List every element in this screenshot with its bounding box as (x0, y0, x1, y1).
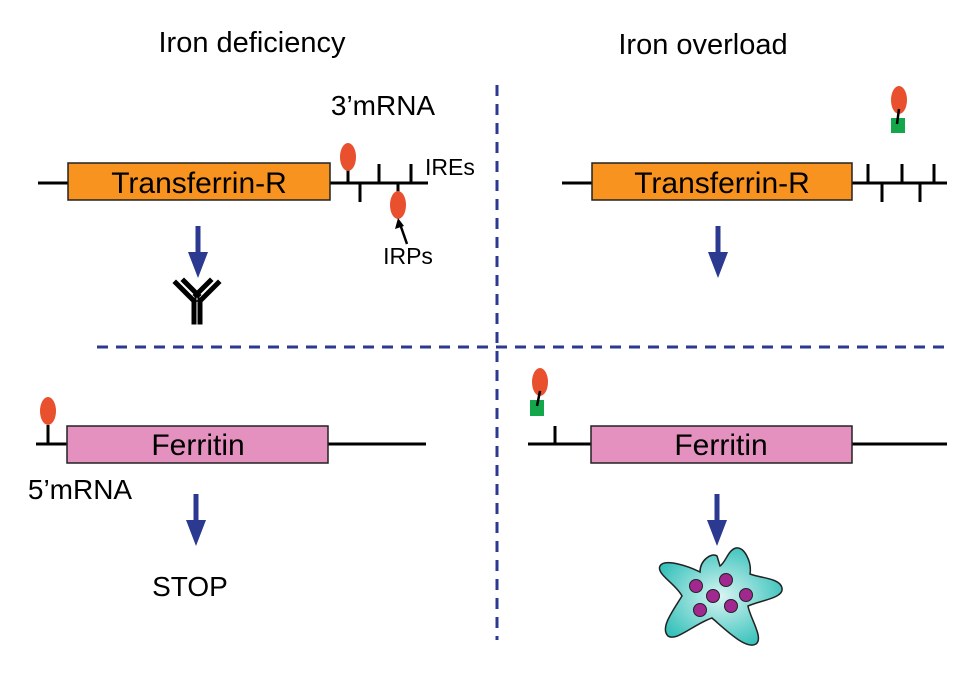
irp-icon (40, 397, 56, 425)
ferritin-box (590, 425, 853, 464)
irp-icon (340, 143, 356, 171)
irps-label: IRPs (383, 243, 433, 269)
ferritin-label: Ferritin (151, 429, 244, 462)
y-shaped-receptor-icon (172, 277, 222, 325)
left-panel-title: Iron deficiency (159, 27, 346, 59)
iron-bound-irp-icon (530, 368, 548, 416)
irps-pointer-arrow (395, 218, 409, 245)
translation-arrow (708, 226, 728, 278)
translation-arrow (188, 226, 208, 278)
ferritin-protein-icon (658, 547, 783, 646)
transferrin-box (67, 162, 331, 201)
right-panel-title: Iron overload (618, 29, 787, 61)
irp-icon (390, 191, 406, 219)
iron-bound-irp-icon (891, 86, 907, 133)
mrna-5-label: 5’mRNA (28, 474, 133, 505)
transferrin-label: Transferrin-R (111, 167, 287, 200)
ferritin-label: Ferritin (674, 429, 767, 462)
transferrin-mrna-deficiency: Transferrin-R (38, 143, 428, 219)
stop-label: STOP (152, 571, 228, 602)
transferrin-box (591, 162, 853, 201)
ferritin-box (66, 425, 329, 464)
ferritin-mrna-overload: Ferritin (528, 425, 947, 464)
ires-label: IREs (425, 154, 475, 180)
translation-arrow (186, 494, 206, 546)
ire-ticks (866, 164, 936, 202)
translation-arrow (707, 494, 727, 546)
ferritin-mrna-deficiency: Ferritin (36, 397, 426, 464)
transferrin-label: Transferrin-R (634, 167, 810, 200)
transferrin-mrna-overload: Transferrin-R (562, 162, 947, 202)
mrna-3-label: 3’mRNA (331, 90, 436, 121)
